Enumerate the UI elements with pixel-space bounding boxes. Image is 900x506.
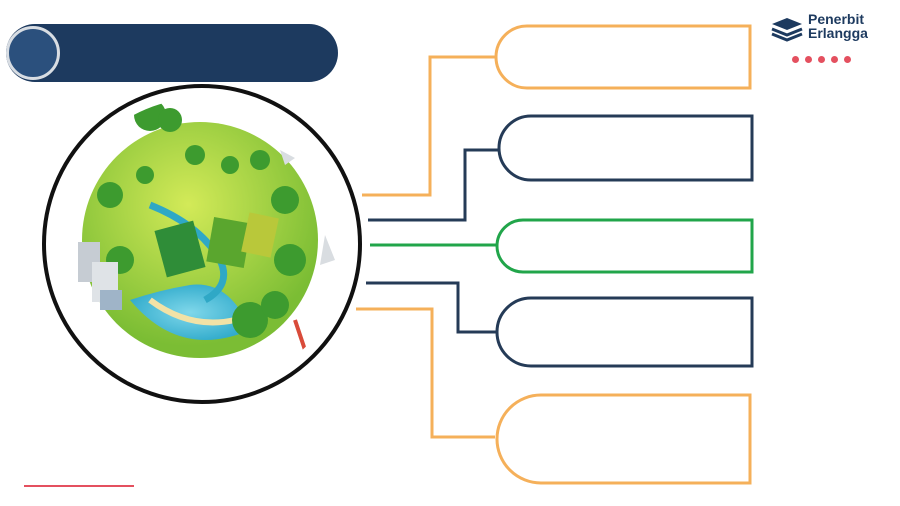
branch-box-4[interactable] (495, 296, 754, 368)
logo-dot (818, 56, 825, 63)
connector-line-4 (366, 281, 497, 334)
publisher-logo: Penerbit Erlangga (770, 11, 882, 63)
branch-box-1[interactable] (494, 24, 752, 90)
logo-line-2: Erlangga (808, 25, 868, 41)
book-stack-icon (771, 18, 803, 42)
logo-dot (805, 56, 812, 63)
connector-line-2 (368, 148, 498, 222)
earth-globe-illustration (56, 98, 348, 390)
branch-box-2[interactable] (497, 114, 754, 182)
logo-dot (792, 56, 799, 63)
connector-line-5 (356, 307, 495, 439)
footer-accent-line (24, 485, 134, 487)
logo-line-1: Penerbit (808, 11, 865, 27)
title-bar (6, 24, 338, 82)
logo-dot (844, 56, 851, 63)
branch-box-3[interactable] (495, 218, 754, 274)
connector-line-1 (362, 55, 495, 197)
logo-dot (831, 56, 838, 63)
title-bullet-circle (6, 26, 60, 80)
branch-box-5[interactable] (495, 393, 752, 485)
logo-dots (792, 50, 857, 68)
